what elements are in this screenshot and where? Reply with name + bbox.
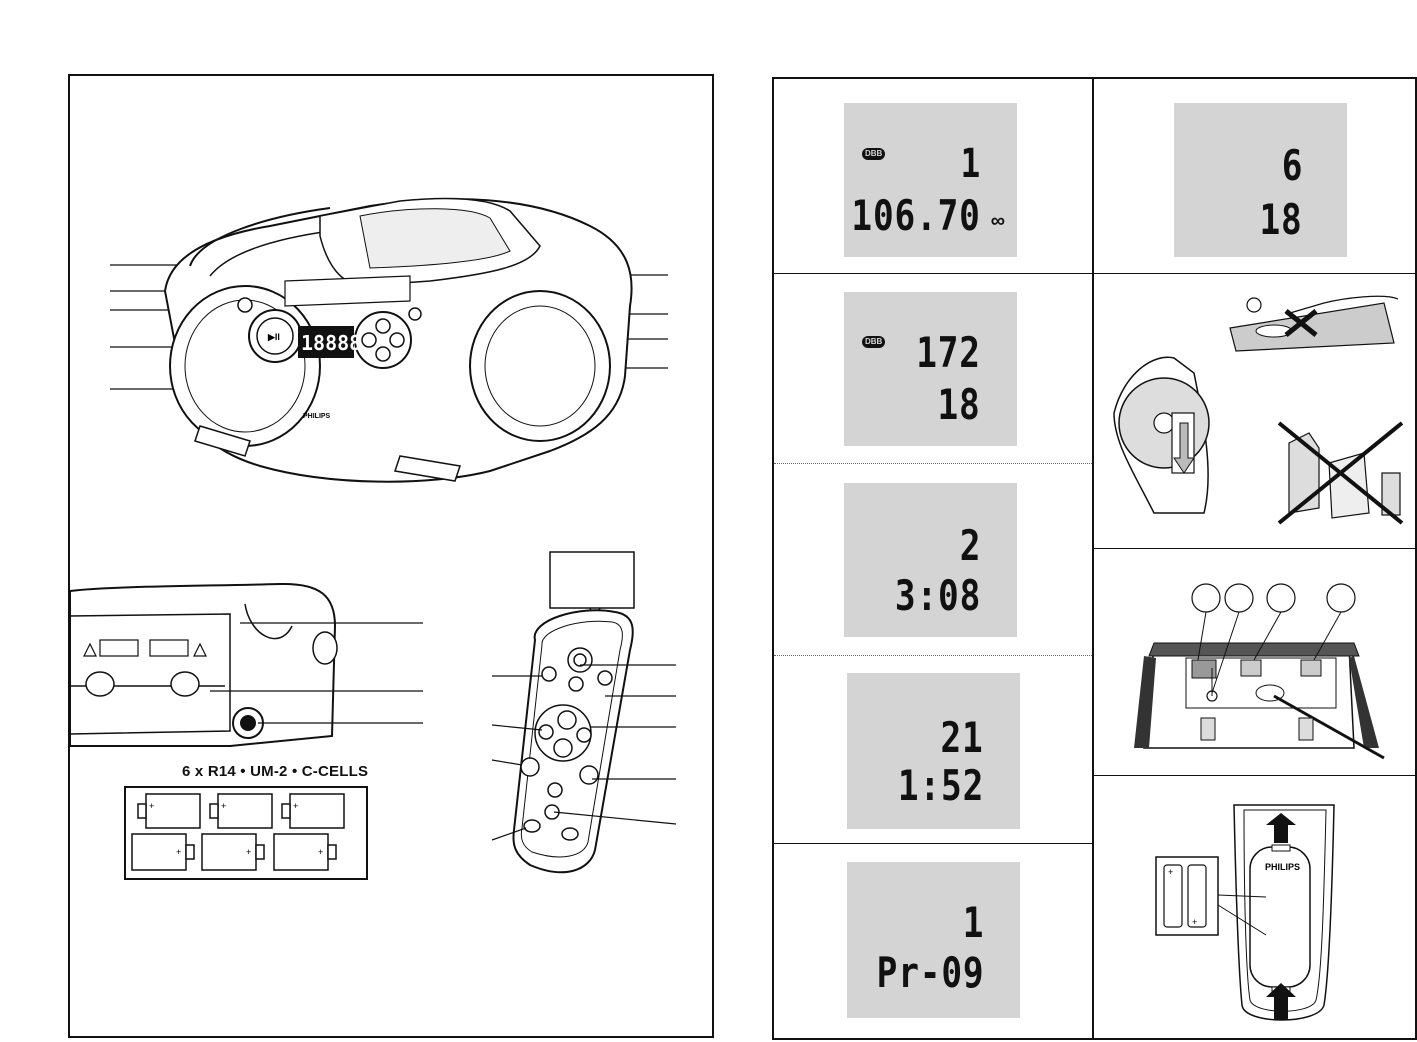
- row-divider: [774, 273, 1092, 274]
- lcd-top-value: 1: [960, 141, 981, 187]
- lcd-display-program: 1 Pr-09: [847, 862, 1020, 1018]
- lcd-display-track-time: 2 3:08: [844, 483, 1017, 637]
- lcd-display-radio: DBB 1 106.70 ∞: [844, 103, 1017, 257]
- lcd-top-value: 6: [1281, 141, 1303, 190]
- column-divider: [1092, 79, 1094, 1038]
- remote-battery-plus: +: [1192, 917, 1197, 927]
- battery-plus: +: [293, 801, 298, 811]
- right-illustration-panel: DBB 1 106.70 ∞ 6 18 DBB 172 18 2 3:08 21…: [772, 77, 1417, 1040]
- lcd-bottom-value: 18: [1259, 195, 1303, 244]
- battery-diagram: + + + + + +: [124, 786, 368, 880]
- remote-battery-illustration: PHILIPS + +: [1155, 804, 1335, 1021]
- battery-plus: +: [246, 847, 251, 857]
- battery-plus: +: [176, 847, 181, 857]
- lcd-bottom-value: 1:52: [897, 761, 984, 810]
- left-illustration-panel: ▶II 18888 PHILIPS: [68, 74, 714, 1038]
- stereo-icon: ∞: [990, 210, 1005, 232]
- main-unit-brand: PHILIPS: [303, 413, 331, 420]
- lcd-top-value: 172: [916, 328, 981, 377]
- main-unit-play-symbol: ▶II: [267, 332, 280, 342]
- lcd-display-track-count: 6 18: [1174, 103, 1347, 257]
- remote-battery-plus: +: [1168, 867, 1173, 877]
- lcd-bottom-value: 3:08: [894, 571, 981, 620]
- battery-compartment-illustration: [69, 582, 423, 860]
- lcd-display-dbb: DBB 172 18: [844, 292, 1017, 446]
- battery-plus: +: [318, 847, 323, 857]
- battery-plus: +: [221, 801, 226, 811]
- row-divider: [1094, 775, 1417, 776]
- battery-plus: +: [149, 801, 154, 811]
- row-divider: [774, 843, 1092, 844]
- lcd-bottom-value: 18: [937, 380, 981, 429]
- dbb-indicator: DBB: [862, 336, 886, 348]
- dbb-indicator: DBB: [862, 148, 886, 160]
- row-divider: [774, 655, 1092, 656]
- lcd-display-elapsed: 21 1:52: [847, 673, 1020, 829]
- lcd-top-value: 2: [959, 521, 981, 570]
- remote-brand: PHILIPS: [1265, 862, 1300, 872]
- boombox-illustration: ▶II 18888 PHILIPS: [110, 197, 668, 483]
- main-unit-display: 18888: [301, 331, 361, 355]
- cd-lens-illustration: [1134, 583, 1385, 760]
- row-divider: [1094, 548, 1417, 549]
- lcd-bottom-value: 106.70: [851, 191, 981, 240]
- disc-care-illustration: [1113, 295, 1404, 525]
- lcd-bottom-value: Pr-09: [876, 948, 984, 997]
- row-divider: [774, 463, 1092, 464]
- battery-type-label: 6 x R14 • UM-2 • C-CELLS: [182, 763, 369, 780]
- row-divider: [1094, 273, 1417, 274]
- remote-control-illustration: [491, 551, 677, 874]
- lcd-top-value: 21: [940, 713, 984, 762]
- lcd-top-value: 1: [962, 898, 984, 947]
